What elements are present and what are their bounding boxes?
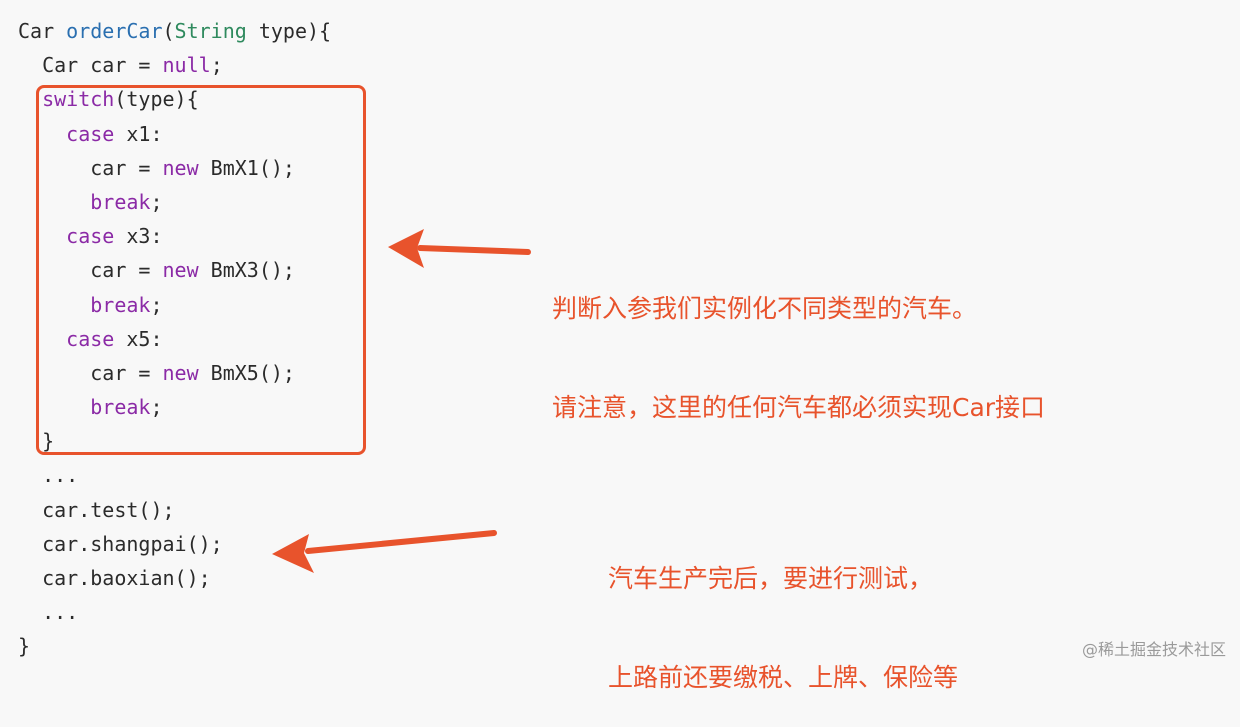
code-block: Car orderCar(String type){ Car car = nul… <box>18 14 331 664</box>
code-token: BmX1(); <box>198 155 295 180</box>
code-token: car.shangpai(); <box>42 531 223 556</box>
code-line: car = new BmX5(); <box>18 356 331 390</box>
switch-highlight-box <box>36 85 366 455</box>
code-keyword: break <box>90 189 151 214</box>
code-type: String <box>174 19 247 43</box>
calls-annotation: 汽车生产完后，要进行测试， 上路前还要缴税、上牌、保险等 <box>608 496 958 727</box>
code-line: switch(type){ <box>18 82 331 116</box>
code-keyword: case <box>66 121 115 146</box>
code-line: car.baoxian(); <box>18 561 331 595</box>
switch-annotation-line2: 请注意，这里的任何汽车都必须实现Car接口 <box>552 393 1046 422</box>
code-line: car.shangpai(); <box>18 527 331 561</box>
code-line: case x3: <box>18 219 331 253</box>
code-token: ; <box>150 292 163 317</box>
code-keyword: case <box>66 326 115 351</box>
code-line: car = new BmX3(); <box>18 253 331 287</box>
code-token: car = <box>90 360 163 385</box>
code-token: ; <box>150 395 163 420</box>
code-line: ... <box>18 458 331 492</box>
code-token: x5: <box>114 326 163 351</box>
code-line: break; <box>18 185 331 219</box>
code-keyword: switch <box>42 87 115 112</box>
code-line: car.test(); <box>18 493 331 527</box>
code-token: ; <box>210 53 223 78</box>
code-keyword: new <box>162 360 199 385</box>
code-keyword: case <box>66 224 115 249</box>
watermark: @稀土掘金技术社区 <box>1081 640 1226 659</box>
code-keyword: null <box>162 53 211 78</box>
code-token: ( <box>162 19 175 43</box>
code-token: BmX3(); <box>198 258 295 283</box>
code-line: break; <box>18 288 331 322</box>
code-token: type){ <box>246 19 332 43</box>
arrow-to-calls <box>272 530 497 573</box>
code-token: car = <box>90 155 163 180</box>
code-token: Car <box>18 19 67 43</box>
code-token: car.baoxian(); <box>42 566 211 590</box>
code-line: Car orderCar(String type){ <box>18 14 331 48</box>
calls-annotation-line1: 汽车生产完后，要进行测试， <box>608 564 934 593</box>
calls-annotation-line2: 上路前还要缴税、上牌、保险等 <box>608 663 959 692</box>
code-token: car.test(); <box>42 497 175 522</box>
code-keyword: new <box>162 155 199 180</box>
code-line: } <box>18 629 331 663</box>
code-token: } <box>18 634 31 659</box>
code-line: break; <box>18 390 331 424</box>
switch-annotation-line1: 判断入参我们实例化不同类型的汽车。 <box>552 294 978 323</box>
code-line: case x1: <box>18 117 331 151</box>
arrows-layer <box>272 229 531 573</box>
code-line: car = new BmX1(); <box>18 151 331 185</box>
code-token: x3: <box>114 224 163 249</box>
code-line: case x5: <box>18 322 331 356</box>
code-line: Car car = null; <box>18 48 331 82</box>
arrow-to-switch <box>388 229 531 268</box>
code-token: BmX5(); <box>198 360 295 385</box>
code-line: ... <box>18 595 331 629</box>
code-token: x1: <box>114 121 163 146</box>
code-keyword: break <box>90 395 151 420</box>
code-function: orderCar <box>66 19 163 43</box>
code-line: } <box>18 424 331 458</box>
code-token: ; <box>150 189 163 214</box>
code-token: } <box>42 429 55 454</box>
code-token: Car car = <box>42 53 163 78</box>
code-token: ... <box>42 463 79 488</box>
code-token: (type){ <box>114 87 199 112</box>
code-keyword: new <box>162 258 199 283</box>
code-token: car = <box>90 258 163 283</box>
code-keyword: break <box>90 292 151 317</box>
code-token: ... <box>42 600 79 625</box>
switch-annotation: 判断入参我们实例化不同类型的汽车。 请注意，这里的任何汽车都必须实现Car接口 <box>552 226 1045 457</box>
